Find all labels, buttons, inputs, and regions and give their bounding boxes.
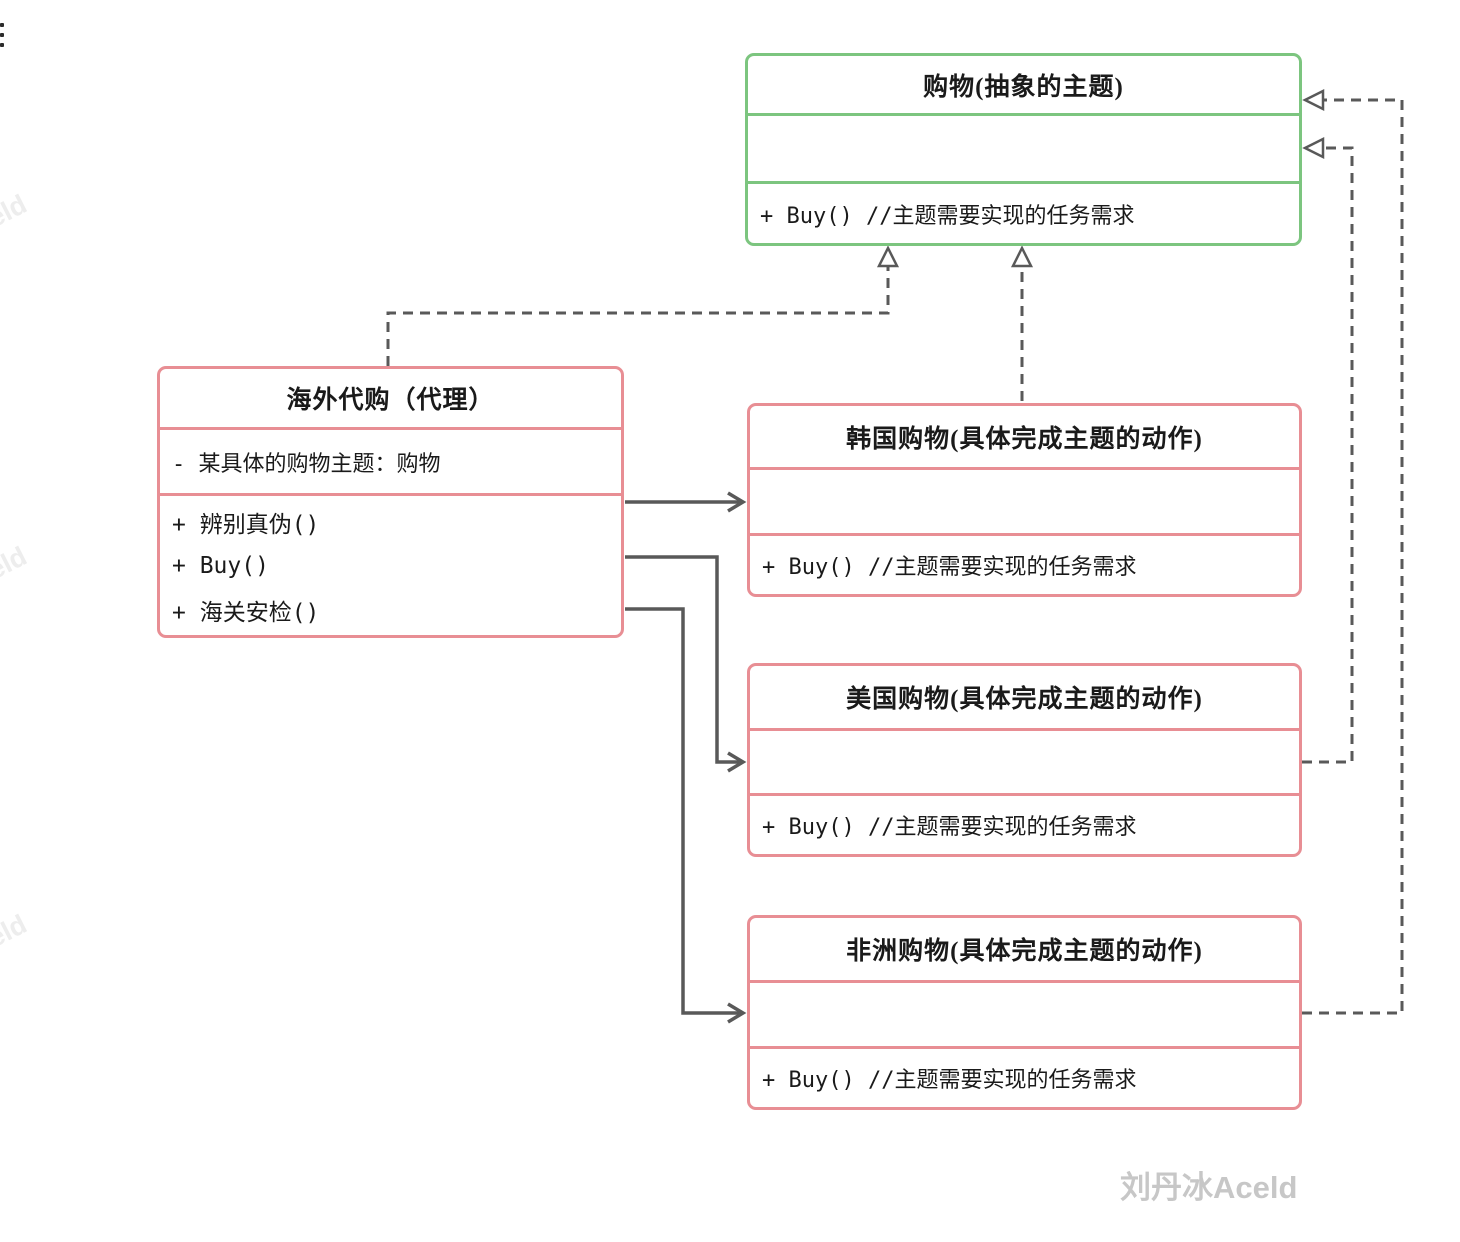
attributes-section-empty bbox=[750, 731, 1299, 796]
open-arrowhead-right bbox=[727, 491, 747, 513]
class-title: 海外代购（代理） bbox=[160, 369, 621, 430]
open-arrowhead-right bbox=[727, 751, 747, 773]
class-title: 韩国购物(具体完成主题的动作) bbox=[750, 406, 1299, 470]
edge-usa-to-abstract-dashed bbox=[1302, 146, 1354, 764]
class-title: 美国购物(具体完成主题的动作) bbox=[750, 666, 1299, 731]
hollow-arrowhead-up bbox=[876, 245, 900, 268]
class-title: 购物(抽象的主题) bbox=[748, 56, 1299, 116]
methods-section: + Buy() //主题需要实现的任务需求 bbox=[762, 815, 1137, 840]
hollow-arrowhead-left bbox=[1302, 136, 1325, 160]
class-box-africa-shopping: 非洲购物(具体完成主题的动作) + Buy() //主题需要实现的任务需求 bbox=[747, 915, 1302, 1110]
kebab-dot bbox=[0, 33, 4, 37]
kebab-menu-icon[interactable] bbox=[0, 23, 4, 47]
author-watermark: 刘丹冰Aceld bbox=[1120, 1170, 1298, 1205]
hollow-arrowhead-left bbox=[1302, 88, 1325, 112]
class-box-abstract-subject: 购物(抽象的主题) + Buy() //主题需要实现的任务需求 bbox=[745, 53, 1302, 246]
methods-section: + Buy() //主题需要实现的任务需求 bbox=[762, 555, 1137, 580]
class-box-korea-shopping: 韩国购物(具体完成主题的动作) + Buy() //主题需要实现的任务需求 bbox=[747, 403, 1302, 597]
attributes-section-empty bbox=[748, 116, 1299, 184]
edge-proxy-to-abstract-dashed bbox=[386, 267, 890, 366]
attributes-section: - 某具体的购物主题：购物 bbox=[160, 430, 621, 496]
edge-proxy-to-africa-solid bbox=[625, 607, 740, 1015]
kebab-dot bbox=[0, 23, 4, 27]
method-item: + Buy() bbox=[172, 552, 269, 579]
edge-proxy-to-usa-solid bbox=[625, 555, 740, 764]
attributes-section-empty bbox=[750, 470, 1299, 536]
class-title: 非洲购物(具体完成主题的动作) bbox=[750, 918, 1299, 983]
method-item: + 海关安检() bbox=[172, 599, 320, 626]
open-arrowhead-right bbox=[727, 1002, 747, 1024]
hollow-arrowhead-up bbox=[1010, 245, 1034, 268]
method-item: + 辨别真伪() bbox=[172, 511, 320, 538]
methods-section: + Buy() //主题需要实现的任务需求 bbox=[760, 203, 1135, 229]
attributes-section-empty bbox=[750, 983, 1299, 1049]
kebab-dot bbox=[0, 43, 4, 47]
methods-section: + 辨别真伪() + Buy() + 海关安检() bbox=[160, 496, 621, 635]
class-box-usa-shopping: 美国购物(具体完成主题的动作) + Buy() //主题需要实现的任务需求 bbox=[747, 663, 1302, 857]
methods-section: + Buy() //主题需要实现的任务需求 bbox=[762, 1068, 1137, 1093]
class-box-proxy: 海外代购（代理） - 某具体的购物主题：购物 + 辨别真伪() + Buy() … bbox=[157, 366, 624, 638]
